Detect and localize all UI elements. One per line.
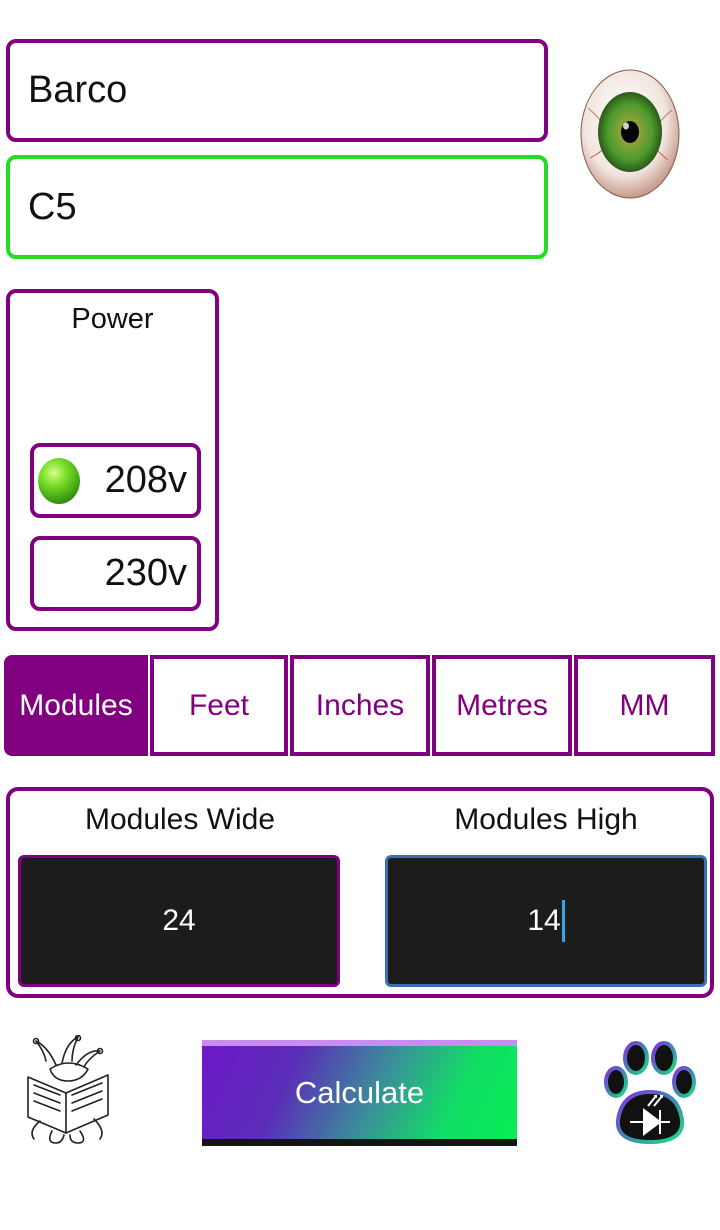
unit-tabs: Modules Feet Inches Metres MM [4,655,715,756]
tab-metres[interactable]: Metres [432,655,572,756]
modules-high-input[interactable]: 14 [385,855,707,987]
brand-input-value: Barco [28,69,128,111]
modules-wide-value: 24 [162,904,196,937]
tab-modules[interactable]: Modules [4,655,148,756]
led-indicator-icon [38,458,80,504]
model-input-value: C5 [28,185,77,228]
jester-reading-book-icon[interactable] [22,1035,114,1147]
calculate-button[interactable]: Calculate [202,1040,517,1146]
modules-high-label: Modules High [454,803,638,836]
power-230v-label: 230v [104,552,187,594]
power-208v-option[interactable]: 208v [30,443,201,518]
power-230v-option[interactable]: 230v [30,536,201,611]
text-cursor [561,900,565,942]
power-title: Power [71,303,154,335]
modules-wide-input[interactable]: 24 [18,855,340,987]
modules-wide-label: Modules Wide [84,803,276,836]
model-input[interactable]: C5 [6,155,548,259]
power-panel: Power 208v 230v [6,289,219,631]
modules-high-value: 14 [527,904,561,937]
power-208v-label: 208v [104,459,187,501]
eye-icon[interactable] [580,68,680,200]
dimensions-panel: Modules Wide Modules High 24 14 [6,787,714,998]
tab-inches[interactable]: Inches [290,655,430,756]
tab-feet[interactable]: Feet [150,655,288,756]
brand-input[interactable]: Barco [6,39,548,142]
paw-led-icon[interactable] [604,1040,696,1148]
tab-mm[interactable]: MM [574,655,715,756]
